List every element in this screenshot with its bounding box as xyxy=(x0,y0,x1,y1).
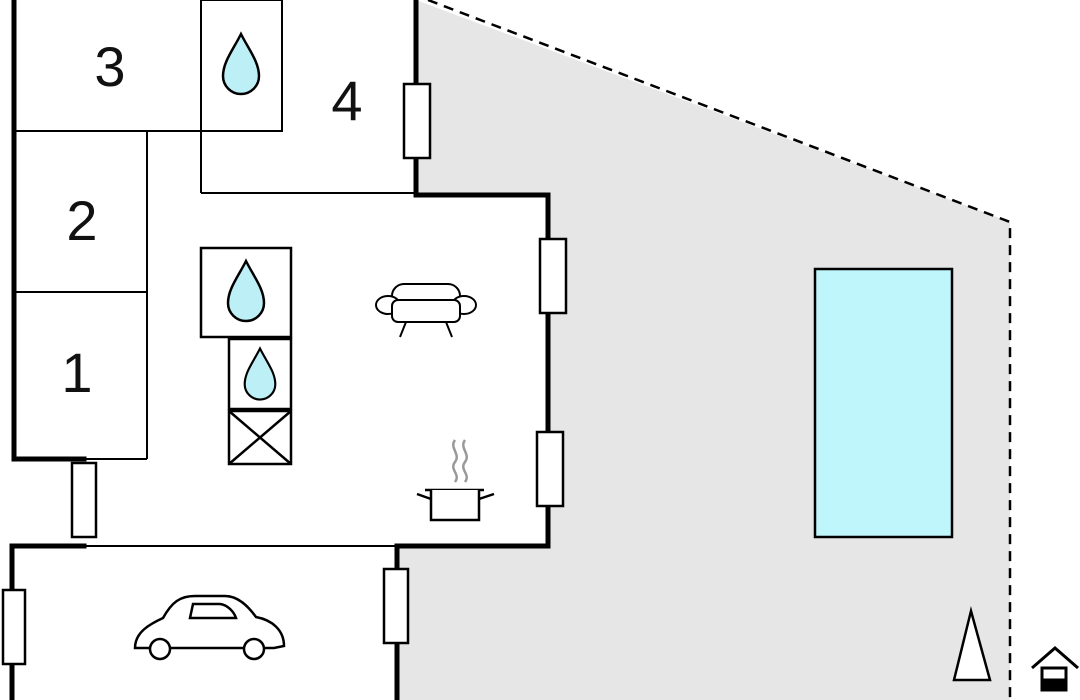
openings xyxy=(1,82,568,666)
house-icon xyxy=(1031,646,1079,692)
property-boundary xyxy=(427,0,1012,700)
car-icon xyxy=(133,594,286,661)
sofa-icon xyxy=(375,283,477,338)
room-label-3: 3 xyxy=(94,35,125,98)
crossed-box-icon xyxy=(227,409,293,466)
window-garage-right xyxy=(382,567,410,645)
swimming-pool xyxy=(813,267,954,539)
room-label-1: 1 xyxy=(61,341,92,404)
door-hall xyxy=(70,461,98,539)
window-room4 xyxy=(402,82,432,160)
cooking-pot-icon xyxy=(416,439,495,522)
tree-icon xyxy=(952,606,992,682)
window-living-top xyxy=(538,237,568,315)
window-living-bottom xyxy=(535,430,565,508)
room-label-2: 2 xyxy=(66,189,97,252)
window-garage-left xyxy=(1,588,27,666)
room-label-4: 4 xyxy=(331,69,362,132)
water-drop-icon xyxy=(221,32,261,96)
